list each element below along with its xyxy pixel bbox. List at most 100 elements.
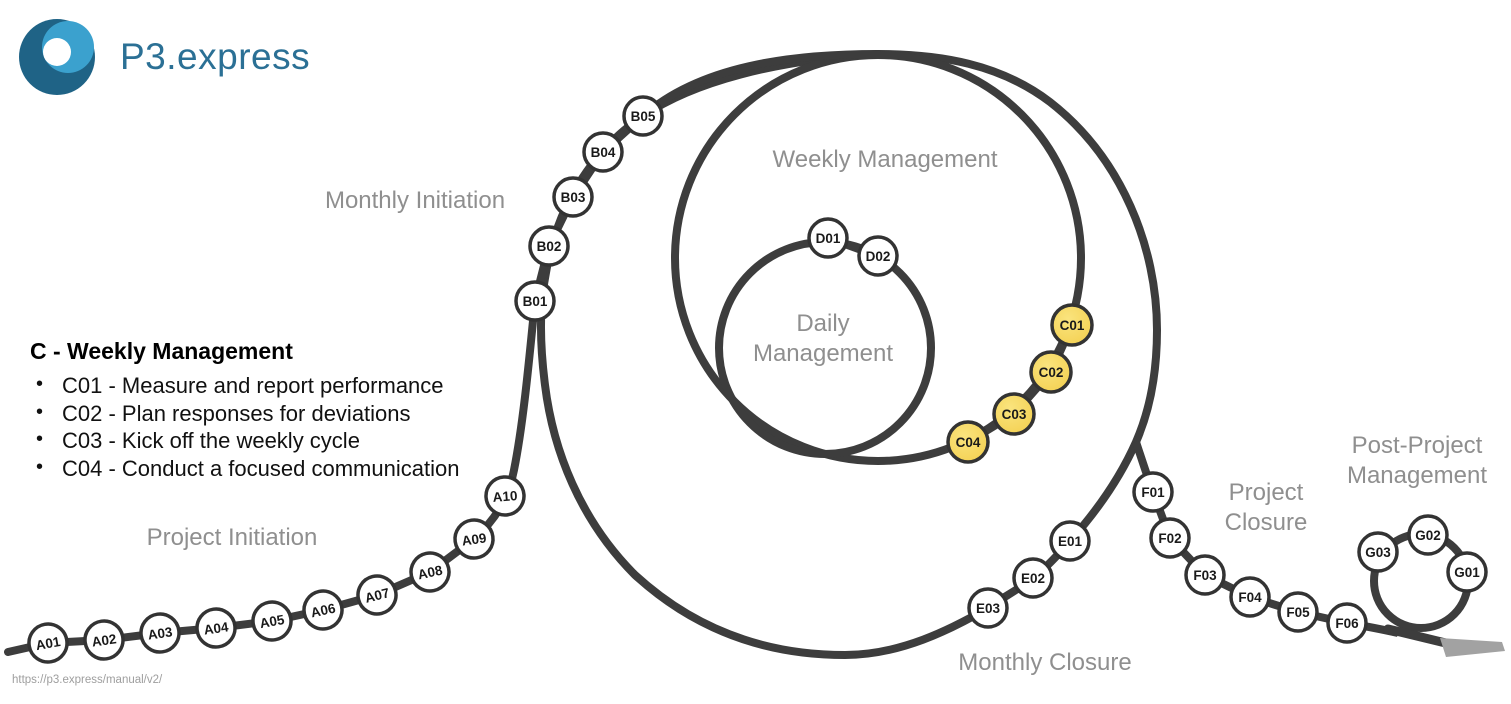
brand-name: P3.express [120, 36, 311, 77]
node-circle [409, 551, 451, 593]
node-B01[interactable]: B01 [514, 280, 556, 322]
bullet-icon: • [36, 373, 44, 395]
node-C03[interactable]: C03 [992, 392, 1036, 436]
node-circle [1029, 350, 1073, 394]
node-circle [1184, 554, 1226, 596]
node-label: A04 [203, 619, 230, 637]
node-label: A05 [259, 612, 286, 631]
project-closure-chain [1132, 440, 1399, 637]
node-A10[interactable]: A10 [484, 475, 526, 517]
node-circle [1050, 303, 1094, 347]
legend-item-text: C01 - Measure and report performance [62, 373, 444, 398]
node-circle [1012, 557, 1054, 599]
node-F05[interactable]: F05 [1277, 591, 1319, 633]
legend-item: • C03 - Kick off the weekly cycle [30, 427, 510, 455]
bullet-icon: • [36, 455, 44, 478]
node-A02[interactable]: A02 [83, 619, 126, 662]
node-A06[interactable]: A06 [300, 587, 345, 632]
weekly-chain-links [965, 323, 1076, 446]
node-circle [992, 392, 1036, 436]
node-circle [453, 518, 495, 560]
legend-item: • C01 - Measure and report performance [30, 372, 510, 400]
node-B05[interactable]: B05 [622, 95, 664, 137]
node-circle [582, 131, 624, 173]
legend-item-text: C03 - Kick off the weekly cycle [62, 428, 360, 454]
node-label: A03 [147, 624, 174, 642]
node-A03[interactable]: A03 [139, 612, 182, 655]
node-G01[interactable]: G01 [1446, 551, 1488, 593]
node-C04[interactable]: C04 [946, 420, 990, 464]
node-label: D01 [816, 231, 841, 246]
node-circle [27, 622, 69, 664]
region-label-monthly-closure: Monthly Closure [958, 649, 1131, 676]
node-label: A01 [35, 634, 62, 653]
node-circle [514, 280, 556, 322]
node-circle [807, 217, 849, 259]
legend-item: •C02 - Plan responses for deviations [30, 400, 510, 428]
node-label: F01 [1141, 485, 1165, 500]
node-label: G02 [1415, 528, 1441, 543]
region-label-project-initiation: Project Initiation [147, 524, 318, 551]
node-circle [1149, 517, 1191, 559]
logo: P3.express [18, 14, 438, 100]
node-label: E02 [1021, 571, 1045, 586]
node-F04[interactable]: F04 [1229, 576, 1271, 618]
region-label-weekly-management: Weekly Management [773, 146, 998, 173]
node-D01[interactable]: D01 [807, 217, 849, 259]
legend-panel: C - Weekly Management •C01 - Measure and… [30, 338, 510, 482]
node-label: E01 [1058, 534, 1083, 549]
node-D02[interactable]: D02 [857, 235, 899, 277]
node-label: C04 [956, 435, 981, 450]
node-circle [139, 612, 181, 654]
node-label: E03 [976, 601, 1001, 616]
node-label: A10 [492, 488, 518, 505]
node-label: B03 [561, 190, 586, 205]
node-circle [1446, 551, 1488, 593]
node-circle [528, 225, 570, 267]
node-label: A08 [416, 562, 444, 582]
node-circle [251, 600, 293, 642]
node-B03[interactable]: B03 [552, 176, 594, 218]
node-A09[interactable]: A09 [453, 518, 496, 561]
node-label: C01 [1060, 318, 1085, 333]
node-A01[interactable]: A01 [26, 621, 70, 665]
node-label: A09 [461, 530, 488, 548]
node-circle [1277, 591, 1319, 633]
node-label: F06 [1335, 616, 1359, 631]
node-F01[interactable]: F01 [1132, 471, 1174, 513]
node-label: B04 [591, 145, 616, 160]
node-B04[interactable]: B04 [582, 131, 624, 173]
node-circle [622, 95, 664, 137]
node-C02[interactable]: C02 [1029, 350, 1073, 394]
node-A04[interactable]: A04 [195, 607, 238, 650]
node-A05[interactable]: A05 [250, 599, 294, 643]
node-A07[interactable]: A07 [354, 572, 400, 618]
node-circle [484, 475, 526, 517]
node-E02[interactable]: E02 [1012, 557, 1054, 599]
node-A08[interactable]: A08 [407, 549, 452, 594]
node-label: G01 [1454, 565, 1480, 580]
node-circle [552, 176, 594, 218]
node-F06[interactable]: F06 [1326, 602, 1368, 644]
node-F02[interactable]: F02 [1149, 517, 1191, 559]
node-C01[interactable]: C01 [1050, 303, 1094, 347]
node-G03[interactable]: G03 [1357, 531, 1399, 573]
node-G02[interactable]: G02 [1407, 514, 1449, 556]
node-E03[interactable]: E03 [967, 587, 1009, 629]
monthly-initiation-chain [531, 50, 879, 302]
node-E01[interactable]: E01 [1049, 520, 1091, 562]
region-label-monthly-initiation: Monthly Initiation [325, 187, 505, 214]
node-circle [1357, 531, 1399, 573]
node-circle [195, 607, 237, 649]
legend-list: •C01 - Measure and report performance•C0… [30, 372, 510, 482]
node-F03[interactable]: F03 [1184, 554, 1226, 596]
node-label: D02 [866, 249, 891, 264]
exit-arrow-tip [1440, 638, 1505, 657]
legend-item-text: C04 - Conduct a focused communication [62, 455, 460, 481]
node-B02[interactable]: B02 [528, 225, 570, 267]
bullet-icon: • [36, 428, 44, 451]
